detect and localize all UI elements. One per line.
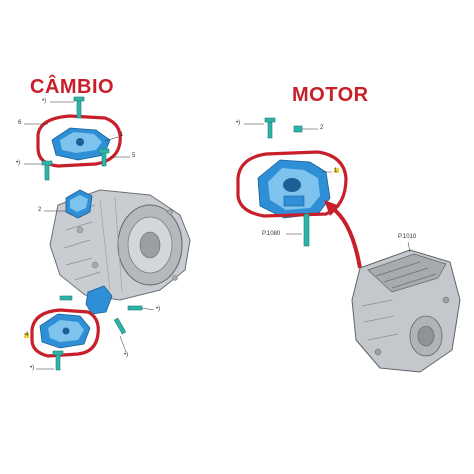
engine-mount-part — [257, 159, 331, 219]
callout-bolt-lower: •) — [124, 352, 129, 358]
motor-callout-2: 2 — [320, 125, 324, 131]
callout-6: 6 — [18, 120, 22, 126]
transmission-bracket-part — [65, 189, 93, 219]
motor-callout-1: 1 — [334, 168, 338, 174]
motor-callout-bolt: •) — [236, 120, 241, 126]
callout-bolt-left: •) — [16, 160, 21, 166]
motor-leader-lines — [244, 123, 332, 235]
cambio-title: CÂMBIO — [30, 76, 115, 98]
transmission-bolts — [41, 96, 143, 371]
red-pointer-arrow — [324, 200, 362, 269]
callout-2: 2 — [38, 207, 42, 213]
callout-4: 4 — [25, 332, 29, 338]
engine-mount-marker — [334, 168, 339, 173]
lower-mount-marker — [24, 333, 29, 338]
callout-1: 1 — [120, 132, 124, 138]
engine-block-illustration — [351, 249, 461, 373]
motor-title: MOTOR — [292, 84, 369, 106]
upper-transmission-mount — [51, 127, 111, 161]
engine-block-leader-line — [407, 241, 411, 253]
motor-bolts — [264, 117, 310, 247]
lower-mount-highlight-ring — [30, 308, 100, 358]
motor-callout-p1080: P.1080 — [262, 231, 281, 237]
transmission-illustration — [49, 189, 191, 301]
callout-bolt-right: •) — [156, 306, 161, 312]
transmission-leader-lines — [24, 101, 155, 370]
lower-transmission-mount — [39, 313, 91, 349]
callout-bolt-top: •) — [42, 98, 47, 104]
engine-mount-highlight-ring — [236, 150, 348, 218]
transmission-lower-bracket-part — [85, 285, 113, 315]
motor-callout-p1010: P.1010 — [398, 234, 417, 240]
callout-5: 5 — [132, 153, 136, 159]
callout-bolt-bottom: •) — [30, 365, 35, 371]
